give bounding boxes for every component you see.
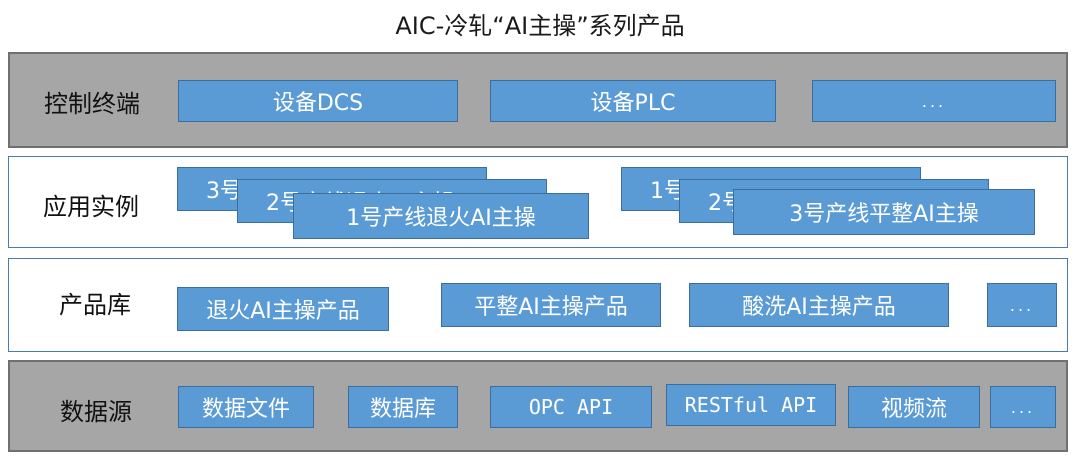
data-source-label: 数据源 [60,398,132,426]
diagram-title: AIC-冷轧“AI主操”系列产品 [395,12,685,40]
anneal-product-box: 退火AI主操产品 [177,287,389,331]
temper-line3-box: 3号产线平整AI主操 [733,189,1035,235]
temper-product-box: 平整AI主操产品 [441,283,661,327]
anneal-line1-box: 1号产线退火AI主操 [293,193,589,239]
product-library-layer: 产品库 退火AI主操产品 平整AI主操产品 酸洗AI主操产品 ... [8,258,1068,352]
restful-api-box: RESTful API [666,384,836,426]
control-more-box: ... [812,80,1056,122]
data-files-box: 数据文件 [178,386,314,428]
opc-api-box: OPC API [490,386,652,428]
device-plc-box: 设备PLC [490,80,776,122]
datasource-more-box: ... [990,386,1056,428]
device-dcs-box: 设备DCS [178,80,458,122]
control-terminal-layer: 控制终端 设备DCS 设备PLC ... [8,52,1068,148]
control-terminal-label: 控制终端 [44,90,140,118]
application-instances-layer: 应用实例 3号产线退火AI主操 2号产线退火AI主操 1号产线退火AI主操 1号… [8,156,1068,248]
product-library-label: 产品库 [59,291,131,319]
database-box: 数据库 [348,386,458,428]
application-instances-label: 应用实例 [43,193,139,221]
video-stream-box: 视频流 [848,386,980,428]
data-source-layer: 数据源 数据文件 数据库 OPC API RESTful API 视频流 ... [8,360,1068,452]
product-more-box: ... [987,283,1057,327]
pickling-product-box: 酸洗AI主操产品 [689,283,949,327]
